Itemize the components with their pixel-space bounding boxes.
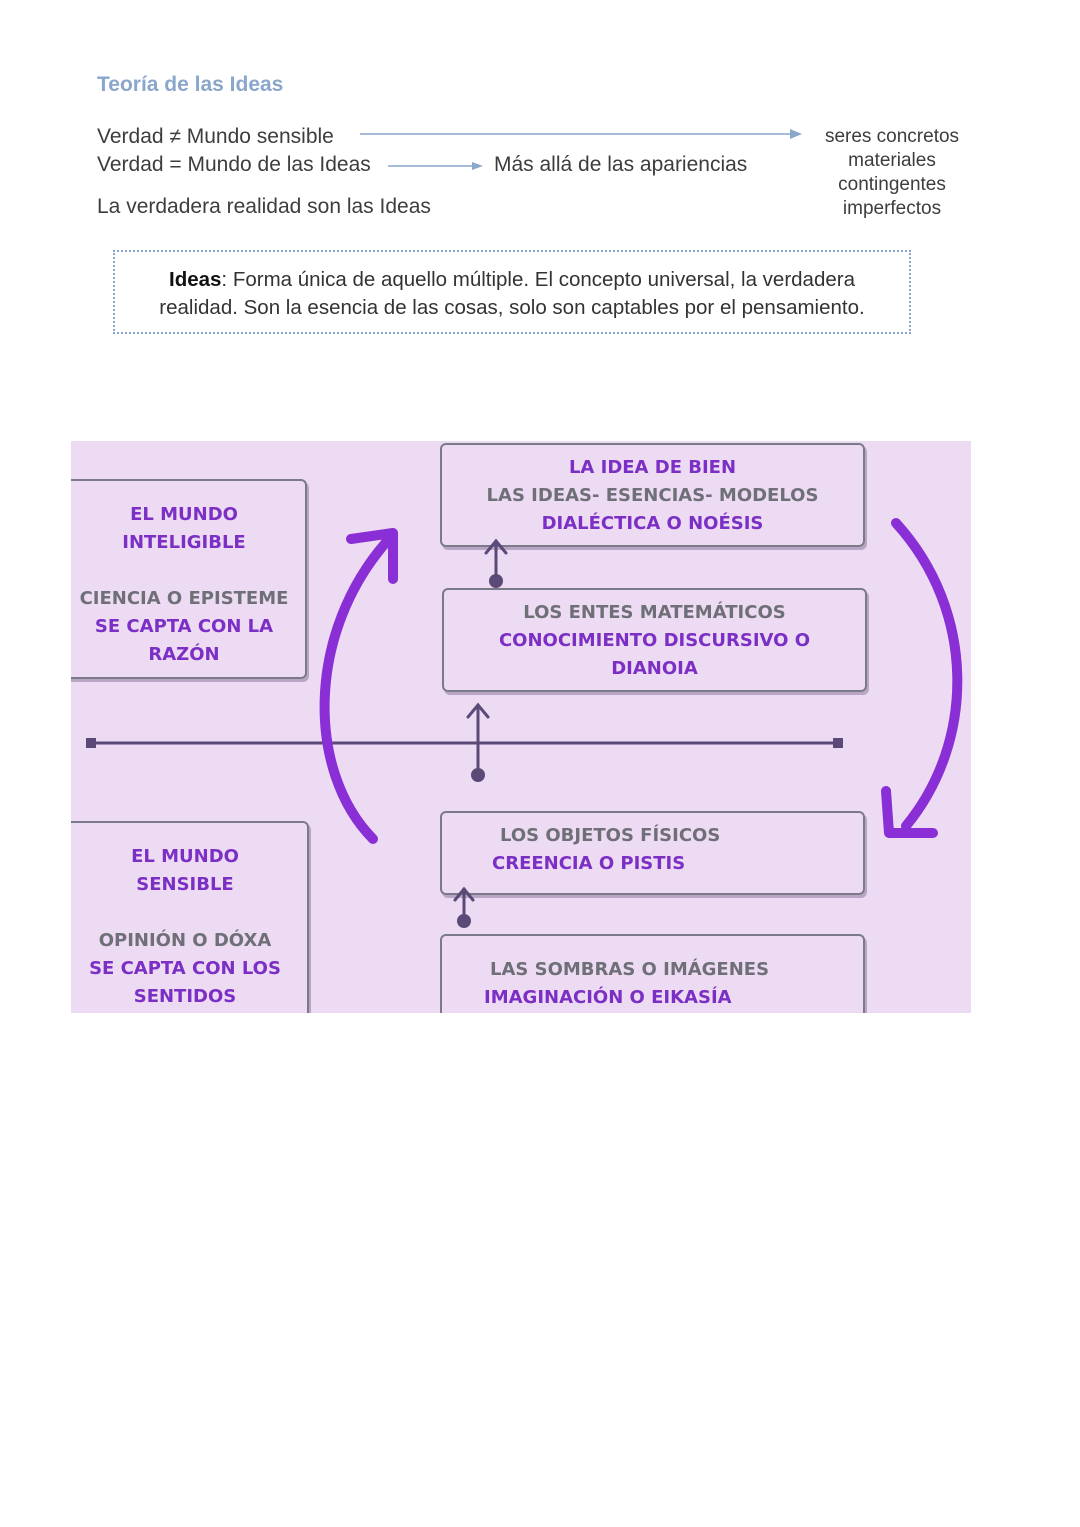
level-knowledge-2: DIANOIA <box>611 658 698 679</box>
intelligible-world-box: EL MUNDO INTELIGIBLE CIENCIA O EPISTEME … <box>71 479 307 679</box>
trait-item: materiales <box>848 150 936 171</box>
diagram-arrows <box>86 518 963 928</box>
connector-dot <box>489 574 503 588</box>
sensible-traits-list: seres concretos materiales contingentes … <box>812 125 972 221</box>
page-title: Teoría de las Ideas <box>97 73 284 96</box>
descending-curved-arrow-icon <box>881 518 963 838</box>
level-physical-objects: LOS OBJETOS FÍSICOS CREENCIA O PISTIS <box>440 811 865 895</box>
level-object: LOS OBJETOS FÍSICOS <box>500 825 721 846</box>
sensible-title-2: SENSIBLE <box>136 874 234 895</box>
ideas-definition-box: Ideas: Forma única de aquello múltiple. … <box>113 250 911 334</box>
level-object: LOS ENTES MATEMÁTICOS <box>523 602 786 623</box>
level-knowledge: IMAGINACIÓN O EIKASÍA <box>484 987 732 1008</box>
header-arrows <box>360 129 802 170</box>
level-object: LAS SOMBRAS O IMÁGENES <box>490 959 770 980</box>
sensible-capture: SE CAPTA CON LOS <box>89 958 281 979</box>
intelligible-title-2: INTELIGIBLE <box>122 532 246 553</box>
divided-line-diagram: EL MUNDO INTELIGIBLE CIENCIA O EPISTEME … <box>71 441 971 1013</box>
intelligible-capture: SE CAPTA CON LA <box>94 616 274 637</box>
sensible-world-box: EL MUNDO SENSIBLE OPINIÓN O DÓXA SE CAPT… <box>71 821 309 1013</box>
definition-term: Ideas <box>169 268 222 291</box>
sensible-title: EL MUNDO <box>131 846 239 867</box>
truth-not-sensible: Verdad ≠ Mundo sensible <box>97 125 334 148</box>
intelligible-knowledge: CIENCIA O EPISTEME <box>79 588 289 609</box>
trait-item: imperfectos <box>842 198 942 219</box>
level-knowledge: CREENCIA O PISTIS <box>492 853 686 874</box>
intelligible-title: EL MUNDO <box>130 504 238 525</box>
definition-text: : Forma única de aquello múltiple. El co… <box>159 268 865 319</box>
level-knowledge: DIALÉCTICA O NOÉSIS <box>541 513 764 534</box>
intelligible-capture-2: RAZÓN <box>148 644 220 665</box>
level-object: LA IDEA DE BIEN <box>568 457 737 478</box>
sensible-capture-2: SENTIDOS <box>133 986 237 1007</box>
ascending-curved-arrow-icon <box>319 528 398 844</box>
arrow-to-traits <box>360 129 802 139</box>
trait-item: seres concretos <box>824 126 960 147</box>
connector-dot <box>471 768 485 782</box>
level-mathematical-entities: LOS ENTES MATEMÁTICOS CONOCIMIENTO DISCU… <box>442 588 867 692</box>
level-object-2: LAS IDEAS- ESENCIAS- MODELOS <box>486 485 819 506</box>
trait-item: contingentes <box>838 174 946 195</box>
true-reality: La verdadera realidad son las Ideas <box>97 195 431 218</box>
level-idea-of-good: LA IDEA DE BIEN LAS IDEAS- ESENCIAS- MOD… <box>440 443 865 547</box>
level-shadows-images: LAS SOMBRAS O IMÁGENES IMAGINACIÓN O EIK… <box>440 934 865 1013</box>
connector-dot <box>457 914 471 928</box>
divided-line <box>86 738 843 748</box>
truth-is-ideas: Verdad = Mundo de las Ideas <box>97 153 371 176</box>
level-knowledge: CONOCIMIENTO DISCURSIVO O <box>498 630 811 651</box>
beyond-appearances: Más allá de las apariencias <box>494 153 748 176</box>
sensible-knowledge: OPINIÓN O DÓXA <box>98 930 272 951</box>
arrow-to-beyond <box>388 162 483 170</box>
up-arrow-icon <box>466 702 490 777</box>
